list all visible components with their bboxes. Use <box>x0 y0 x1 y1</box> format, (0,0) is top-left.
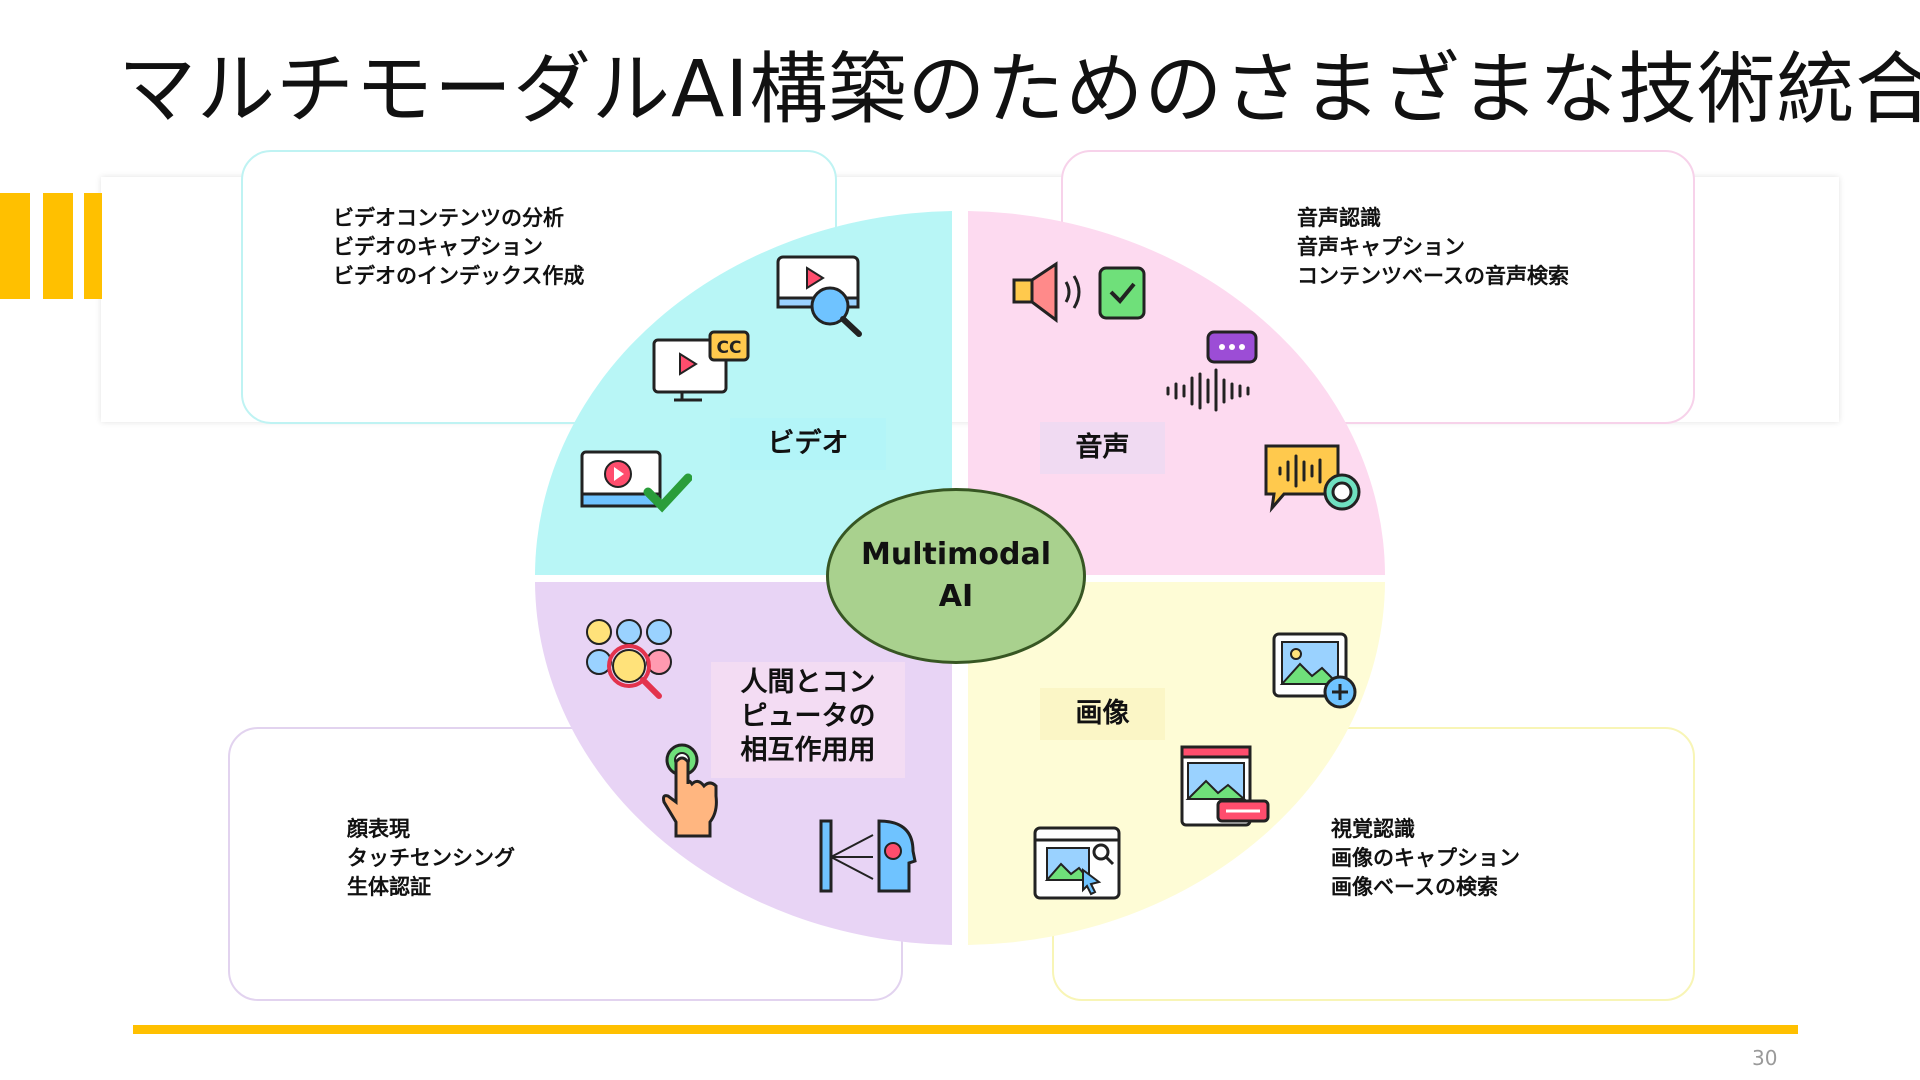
center-label-line1: Multimodal <box>861 537 1051 572</box>
hci-item: 生体認証 <box>347 875 431 899</box>
image-add-icon <box>1272 632 1357 709</box>
audio-item: 音声認識 <box>1297 206 1381 230</box>
hci-item: 顔表現 <box>347 817 410 841</box>
speaker-check-icon <box>1012 261 1146 323</box>
audio-items: 音声認識 音声キャプション コンテンツベースの音声検索 <box>1297 204 1569 291</box>
video-item: ビデオのキャプション <box>333 235 543 259</box>
video-label: ビデオ <box>730 418 886 470</box>
hci-label-line: 相互作用用 <box>740 735 876 766</box>
video-approved-icon <box>580 450 692 513</box>
audio-search-icon <box>1264 444 1361 513</box>
video-item: ビデオコンテンツの分析 <box>333 206 564 230</box>
audio-label: 音声 <box>1040 422 1165 474</box>
image-label: 画像 <box>1040 688 1165 740</box>
audio-item: コンテンツベースの音声検索 <box>1297 264 1569 288</box>
svg-text:CC: CC <box>717 338 742 358</box>
hci-label: 人間とコン ピュータの 相互作用用 <box>711 662 905 778</box>
image-item: 画像のキャプション <box>1331 846 1520 870</box>
hci-items: 顔表現 タッチセンシング 生体認証 <box>347 815 515 902</box>
page-number: 30 <box>1752 1046 1778 1070</box>
image-item: 視覚認識 <box>1331 817 1415 841</box>
hci-label-line: 人間とコン <box>740 667 876 698</box>
audio-item: 音声キャプション <box>1297 235 1465 259</box>
hci-label-line: ピュータの <box>740 701 876 732</box>
touch-hand-icon <box>662 743 718 838</box>
video-caption-icon: CC <box>652 330 750 402</box>
image-search-window-icon <box>1033 826 1121 900</box>
voice-wave-chat-icon <box>1166 330 1258 412</box>
center-label-line2: AI <box>938 579 974 614</box>
video-item: ビデオのインデックス作成 <box>333 264 585 288</box>
emotion-faces-icon <box>586 619 672 699</box>
center-multimodal-ai: Multimodal AI <box>826 488 1086 664</box>
image-item: 画像ベースの検索 <box>1331 875 1498 899</box>
hci-item: タッチセンシング <box>347 846 515 870</box>
video-items: ビデオコンテンツの分析 ビデオのキャプション ビデオのインデックス作成 <box>333 204 584 291</box>
face-scan-icon <box>819 819 917 893</box>
slide-title: マルチモーダルAI構築のためのさまざまな技術統合 <box>118 45 1920 135</box>
image-items: 視覚認識 画像のキャプション 画像ベースの検索 <box>1331 815 1520 902</box>
footer-accent-line <box>133 1025 1798 1034</box>
video-search-icon <box>776 255 862 337</box>
image-caption-icon <box>1180 745 1270 827</box>
